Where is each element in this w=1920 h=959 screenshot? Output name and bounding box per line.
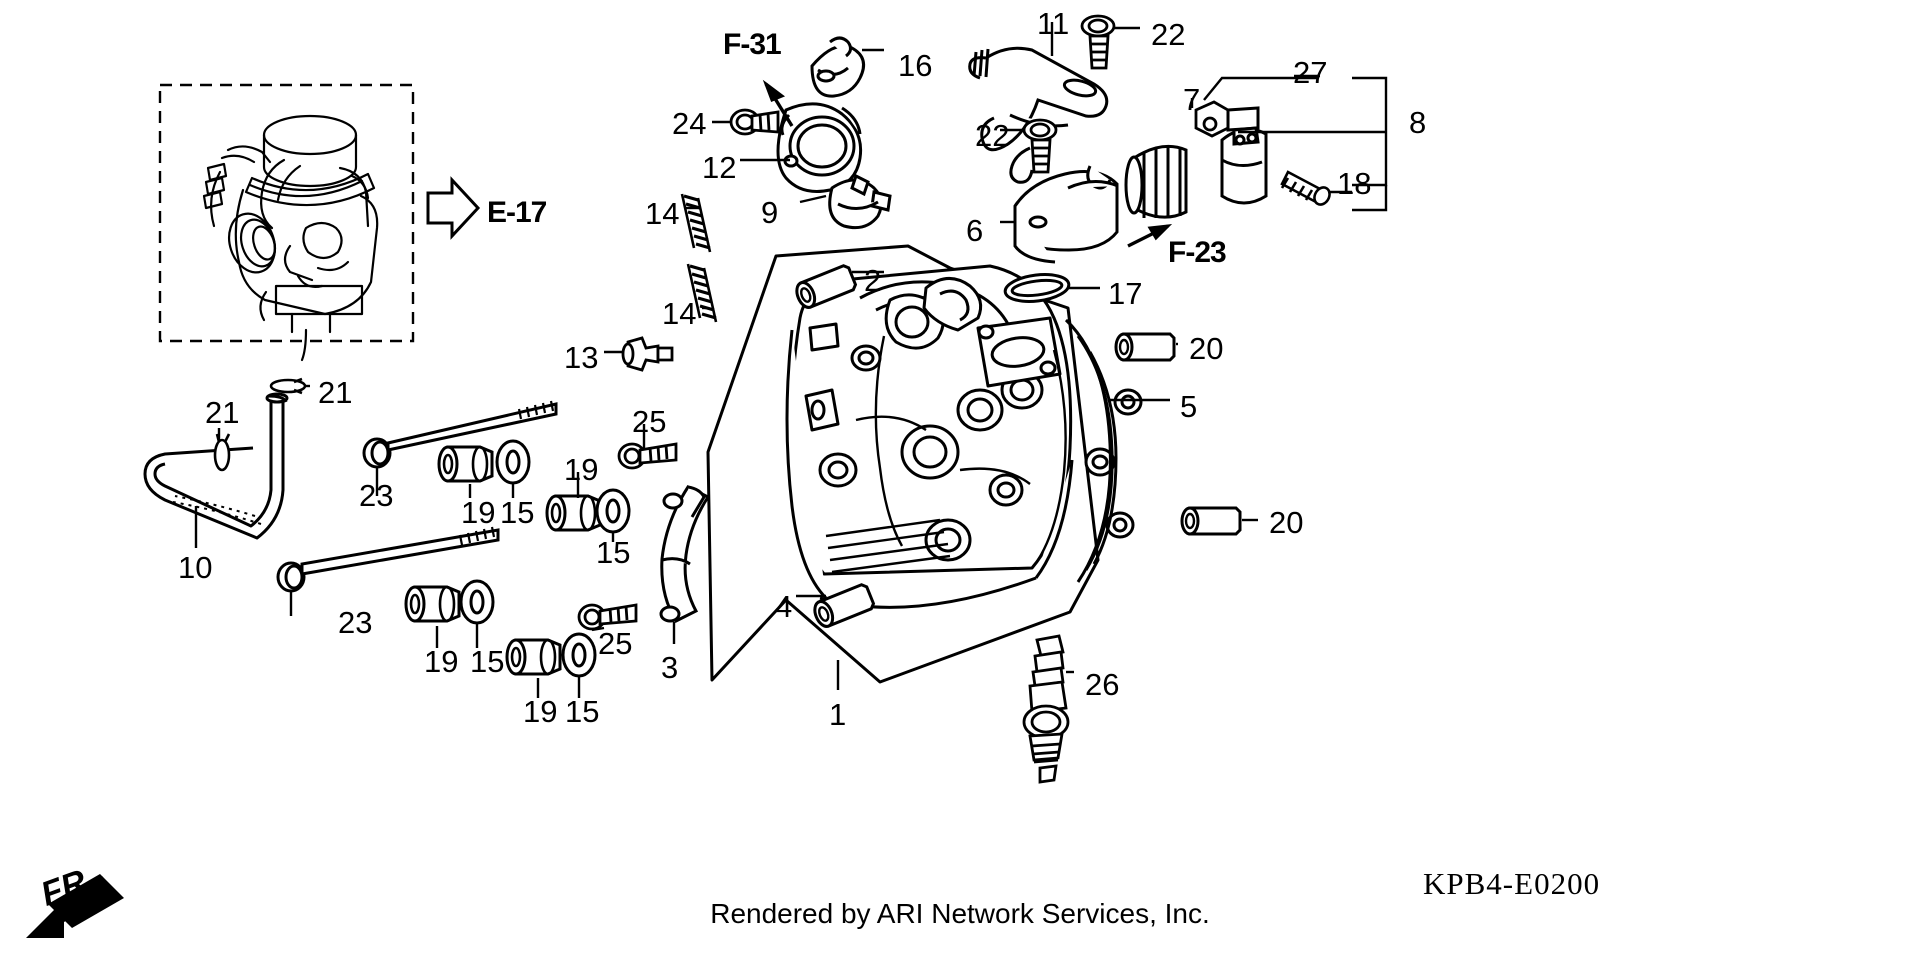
bolt-22a xyxy=(1080,14,1116,70)
cross-reference-f31[interactable]: F-31 xyxy=(723,28,782,61)
callout-number-8[interactable]: 8 xyxy=(1409,105,1427,140)
callout-number-3[interactable]: 3 xyxy=(661,650,679,685)
breather-hose-assembly xyxy=(143,392,289,540)
callout-number-26[interactable]: 26 xyxy=(1085,667,1120,702)
carburetor-illustration xyxy=(202,114,379,362)
callout-number-20[interactable]: 20 xyxy=(1269,505,1304,540)
insulator-band xyxy=(1124,144,1188,219)
callout-number-19[interactable]: 19 xyxy=(461,495,496,530)
carburetor-group-box xyxy=(158,83,415,343)
callout-number-12[interactable]: 12 xyxy=(702,150,737,185)
front-direction-arrow xyxy=(26,874,124,938)
callout-number-17[interactable]: 17 xyxy=(1108,276,1143,311)
collar-19d xyxy=(505,638,562,676)
callout-number-18[interactable]: 18 xyxy=(1337,166,1372,201)
leader-lines xyxy=(194,22,1320,698)
callout-number-14[interactable]: 14 xyxy=(662,296,697,331)
washer-15c xyxy=(459,579,495,625)
callout-number-19[interactable]: 19 xyxy=(523,694,558,729)
washer-15a xyxy=(495,439,531,485)
callout-number-11[interactable]: 11 xyxy=(1037,6,1070,41)
bracket-27-8-18 xyxy=(1203,76,1388,212)
callout-number-16[interactable]: 16 xyxy=(898,48,933,83)
callout-number-20[interactable]: 20 xyxy=(1189,331,1224,366)
callout-number-10[interactable]: 10 xyxy=(178,550,213,585)
part-code: KPB4-E0200 xyxy=(1423,866,1601,901)
callout-number-1[interactable]: 1 xyxy=(829,697,847,732)
washer-15b xyxy=(595,488,631,534)
cross-ref-arrow-f23 xyxy=(1127,224,1173,248)
callout-number-7[interactable]: 7 xyxy=(1183,82,1201,117)
bolt-24 xyxy=(729,108,780,136)
cylinder-head-illustration xyxy=(706,244,1143,684)
callout-number-23[interactable]: 23 xyxy=(359,478,394,513)
nut-7 xyxy=(1194,100,1230,138)
spark-plug-26 xyxy=(1022,634,1070,784)
callout-number-27[interactable]: 27 xyxy=(1293,55,1328,90)
callout-number-23[interactable]: 23 xyxy=(338,605,373,640)
callout-number-5[interactable]: 5 xyxy=(1180,389,1198,424)
spring-14a xyxy=(680,192,712,254)
clamp-8 xyxy=(1220,106,1268,205)
hose-clamp-21a xyxy=(269,377,307,395)
cross-ref-arrow-e17 xyxy=(426,176,481,240)
cross-reference-f23[interactable]: F-23 xyxy=(1168,236,1227,269)
callout-number-15[interactable]: 15 xyxy=(565,694,600,729)
thermostat-9 xyxy=(828,173,892,230)
thermostat-cover-12 xyxy=(776,102,863,193)
callout-number-21[interactable]: 21 xyxy=(318,375,353,410)
collar-19a xyxy=(437,445,494,483)
head-bolt-23b xyxy=(276,526,500,593)
callout-number-22[interactable]: 22 xyxy=(1151,17,1186,52)
cam-chain-guide-3 xyxy=(659,485,711,623)
callout-number-15[interactable]: 15 xyxy=(500,495,535,530)
callout-number-25[interactable]: 25 xyxy=(598,626,633,661)
head-bolt-23a xyxy=(362,400,558,469)
footer-credit: Rendered by ARI Network Services, Inc. xyxy=(710,898,1210,929)
callout-number-25[interactable]: 25 xyxy=(632,404,667,439)
callout-number-4[interactable]: 4 xyxy=(775,589,793,624)
callout-number-15[interactable]: 15 xyxy=(596,535,631,570)
flange-bolt-25a xyxy=(617,442,678,470)
cross-reference-e17[interactable]: E-17 xyxy=(487,196,547,229)
callout-number-6[interactable]: 6 xyxy=(966,213,984,248)
callout-number-15[interactable]: 15 xyxy=(470,644,505,679)
hose-clamp-21b xyxy=(213,433,231,472)
flange-bolt-25b xyxy=(577,603,638,631)
coolant-sensor-13 xyxy=(621,336,674,372)
callout-number-19[interactable]: 19 xyxy=(564,452,599,487)
collar-19b xyxy=(545,494,602,532)
callout-number-13[interactable]: 13 xyxy=(564,340,599,375)
washer-15d xyxy=(561,632,597,678)
callout-number-9[interactable]: 9 xyxy=(761,195,779,230)
cross-ref-arrow-f31 xyxy=(762,79,794,127)
intake-manifold-6 xyxy=(1013,165,1119,264)
callout-number-2[interactable]: 2 xyxy=(864,263,882,298)
callout-number-21[interactable]: 21 xyxy=(205,395,240,430)
dowel-pin-20a xyxy=(1114,332,1176,362)
clip-16 xyxy=(810,36,866,98)
callout-number-24[interactable]: 24 xyxy=(672,106,707,141)
o-ring-17 xyxy=(1003,273,1071,303)
collar-19c xyxy=(404,585,461,623)
callout-number-22[interactable]: 22 xyxy=(975,118,1010,153)
callout-number-14[interactable]: 14 xyxy=(645,196,680,231)
bolt-22b xyxy=(1022,118,1058,174)
callout-number-19[interactable]: 19 xyxy=(424,644,459,679)
dowel-pin-20b xyxy=(1180,506,1242,536)
screw-18 xyxy=(1280,170,1331,206)
